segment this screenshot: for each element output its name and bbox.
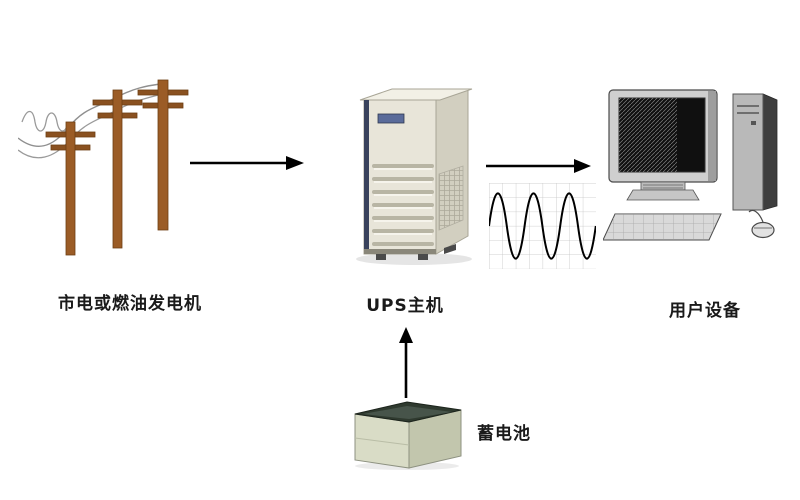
- sine-wave-illustration: [488, 183, 597, 273]
- arrow-up-icon: [399, 327, 413, 398]
- power-poles-icon: [17, 79, 189, 256]
- label-power-source: 市电或燃油发电机: [58, 294, 202, 314]
- ups-tower-icon: [356, 88, 473, 265]
- label-ups: UPS主机: [366, 296, 444, 316]
- battery-icon: [354, 401, 462, 470]
- label-user-devices: 用户设备: [669, 301, 741, 321]
- arrow-right-icon: [190, 156, 304, 170]
- ups-tower-illustration: [332, 78, 482, 270]
- power-poles-illustration: [17, 52, 208, 268]
- arrow-ups-to-user: [486, 155, 592, 181]
- computer-illustration: [602, 88, 793, 268]
- arrow-battery-to-ups: [395, 326, 417, 402]
- sine-wave-icon: [488, 183, 597, 269]
- label-battery: 蓄电池: [477, 424, 531, 444]
- battery-illustration: [349, 398, 467, 474]
- arrow-source-to-ups: [190, 152, 305, 178]
- computer-icon: [602, 89, 778, 241]
- arrow-right-icon: [486, 159, 591, 173]
